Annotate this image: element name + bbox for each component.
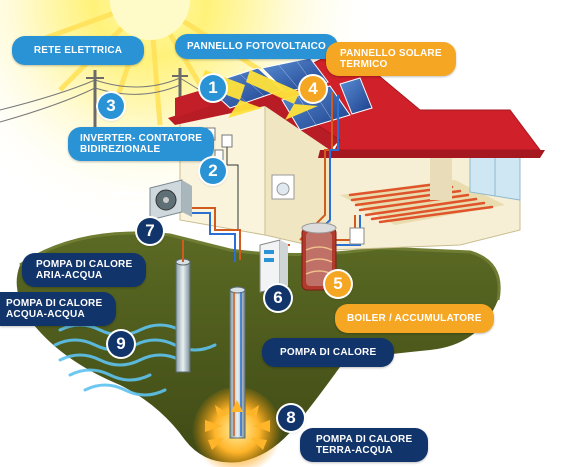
- badge-number-1: 1: [200, 75, 226, 101]
- label-pannello-solare-termico: PANNELLO SOLARE TERMICO: [326, 42, 456, 76]
- badge-number-4: 4: [300, 76, 326, 102]
- floor-heating-coils: [348, 181, 494, 224]
- badge-number-2: 2: [200, 158, 226, 184]
- control-box: [349, 227, 365, 245]
- label-pompa-terra-line1: POMPA DI CALORE: [316, 434, 413, 445]
- label-inverter-contatore: INVERTER- CONTATORE BIDIREZIONALE: [68, 127, 215, 161]
- sun-core: [110, 0, 190, 40]
- label-pompa-di-calore: POMPA DI CALORE: [262, 338, 395, 367]
- label-pompa-aria-line2: ARIA-ACQUA: [36, 270, 103, 281]
- badge-number-3: 3: [98, 93, 124, 119]
- geothermal-probe: [229, 286, 246, 439]
- label-pannello-solare-line2: TERMICO: [340, 59, 388, 70]
- label-rete-elettrica-text: RETE ELETTRICA: [33, 45, 123, 56]
- badge-number-9: 9: [108, 331, 134, 357]
- ground-cutaway: [16, 233, 500, 463]
- badge-number-6: 6: [265, 285, 291, 311]
- air-heat-pump-unit: [109, 179, 192, 221]
- label-pompa-aria-acqua: POMPA DI CALORE ARIA-ACQUA: [22, 253, 147, 287]
- label-inverter-line2: BIDIREZIONALE: [80, 144, 161, 155]
- label-boiler-text: BOILER / ACCUMULATORE: [347, 313, 482, 324]
- label-rete-elettrica: RETE ELETTRICA: [12, 36, 144, 65]
- heat-arrows: [205, 400, 270, 450]
- label-pompa-aria-line1: POMPA DI CALORE: [36, 259, 133, 270]
- label-pompa-acqua-line1: POMPA DI CALORE: [6, 298, 103, 309]
- label-pompa-acqua-acqua: POMPA DI CALORE ACQUA-ACQUA: [0, 292, 117, 326]
- label-pannello-fotovoltaico: PANNELLO FOTOVOLTAICO: [175, 34, 339, 59]
- label-boiler-accumulatore: BOILER / ACCUMULATORE: [335, 304, 494, 333]
- badge-number-8: 8: [278, 405, 304, 431]
- heat-pump-cabinet: [259, 239, 288, 293]
- label-inverter-line1: INVERTER- CONTATORE: [80, 133, 203, 144]
- label-pompa-di-calore-text: POMPA DI CALORE: [280, 347, 377, 358]
- water-well-pipe: [175, 240, 191, 373]
- label-pompa-terra-acqua: POMPA DI CALORE TERRA-ACQUA: [300, 428, 429, 462]
- label-pompa-terra-line2: TERRA-ACQUA: [316, 445, 393, 456]
- label-pannello-solare-line1: PANNELLO SOLARE: [340, 48, 442, 59]
- badge-number-5: 5: [325, 271, 351, 297]
- badge-number-7: 7: [137, 218, 163, 244]
- power-lines: [0, 77, 216, 123]
- label-pannello-fotovoltaico-text: PANNELLO FOTOVOLTAICO: [187, 41, 327, 52]
- label-pompa-acqua-line2: ACQUA-ACQUA: [6, 309, 85, 320]
